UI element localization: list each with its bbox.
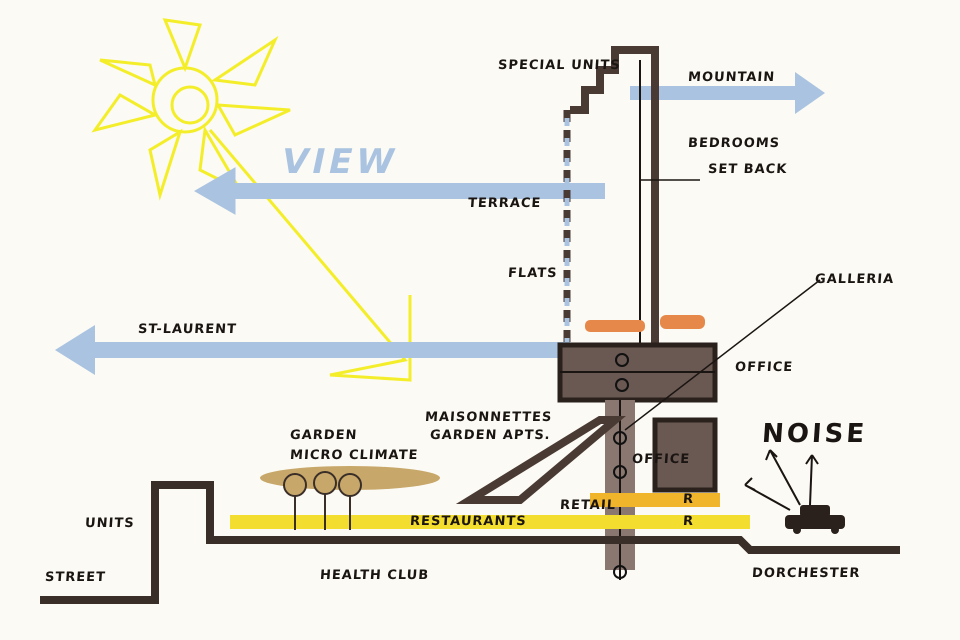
office-block [557,342,718,403]
label-terrace: TERRACE [467,196,542,211]
label-dorchester: DORCHESTER [751,566,861,581]
noise-arrows-icon [744,449,819,511]
label-office-lower: OFFICE [631,452,691,467]
terrace-planters [585,315,705,332]
label-street: STREET [44,570,107,585]
retail-band [590,493,720,507]
label-micro-climate: MICRO CLIMATE [289,448,419,463]
label-bedrooms: BEDROOMS [687,136,781,151]
label-garden-apts: GARDEN APTS. [429,428,552,443]
label-health-club: HEALTH CLUB [319,568,430,583]
label-flats: FLATS [507,266,559,281]
label-restaurants: RESTAURANTS [409,514,528,529]
label-set-back: SET BACK [707,162,788,177]
car-icon [785,505,845,534]
garden-trees [260,466,440,530]
lower-office-block [652,417,718,493]
label-units: UNITS [84,516,136,531]
label-view: VIEW [277,142,402,182]
label-mountain: MOUNTAIN [687,70,776,85]
view-arrow [193,167,605,215]
label-office-upper: OFFICE [734,360,794,375]
label-retail: RETAIL [559,498,617,513]
label-r2: R [682,514,695,529]
label-galleria: GALLERIA [814,272,895,287]
mountain-arrow [630,72,825,114]
label-noise: NOISE [760,419,869,449]
label-maisonnettes: MAISONNETTES [424,410,553,425]
label-garden: GARDEN [289,428,358,443]
label-special-units: SPECIAL UNITS [497,58,622,73]
ground-line [40,481,900,604]
restaurant-band [230,515,750,529]
st-laurent-arrow [55,325,570,375]
tower [563,46,700,350]
label-st-laurent: ST-LAURENT [137,322,238,337]
label-r1: R [682,492,695,507]
maisonettes-slab [455,416,626,504]
